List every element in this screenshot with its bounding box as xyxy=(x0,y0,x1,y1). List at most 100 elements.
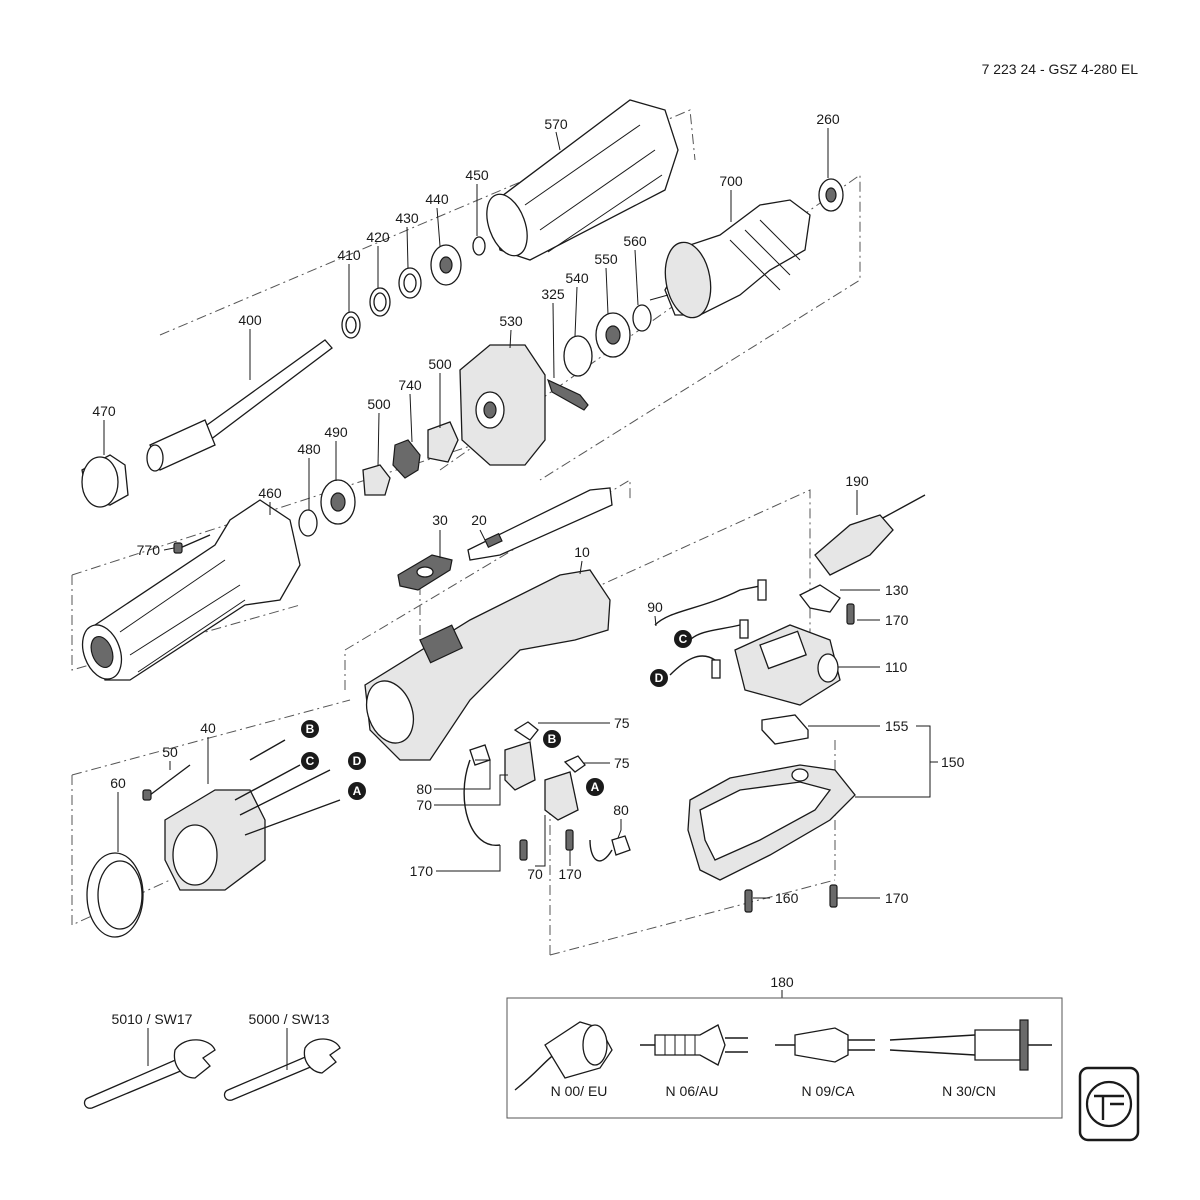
label-540: 540 xyxy=(565,270,589,286)
connection-badge-b: B xyxy=(301,720,319,738)
label-150: 150 xyxy=(941,754,965,770)
part-70-brush-holder-a xyxy=(504,741,536,791)
label-5010-sw17: 5010 / SW17 xyxy=(112,1011,193,1027)
label-130: 130 xyxy=(885,582,909,598)
label-75-b: 75 xyxy=(614,755,630,771)
plug-variants-box: N 00/ EU N 06/AU N 09/CA N 30/CN xyxy=(506,997,1063,1119)
part-480-ring xyxy=(298,509,318,537)
plug-cn-label: N 30/CN xyxy=(942,1083,996,1099)
svg-text:B: B xyxy=(306,722,315,736)
label-160: 160 xyxy=(775,890,799,906)
part-260-bearing xyxy=(818,178,844,212)
part-420-washer xyxy=(369,287,391,317)
label-155: 155 xyxy=(885,718,909,734)
plug-au-label: N 06/AU xyxy=(666,1083,719,1099)
label-440: 440 xyxy=(425,191,449,207)
label-170-c: 170 xyxy=(558,866,582,882)
part-770-screw xyxy=(173,534,211,554)
label-80-b: 80 xyxy=(613,802,629,818)
label-70-a: 70 xyxy=(416,797,432,813)
part-570-housing-sleeve xyxy=(486,99,679,261)
label-500-lower: 500 xyxy=(367,396,391,412)
plug-ca-label: N 09/CA xyxy=(802,1083,856,1099)
label-260: 260 xyxy=(816,111,840,127)
label-80-a: 80 xyxy=(416,781,432,797)
label-500-upper: 500 xyxy=(428,356,452,372)
connection-badge-d: D xyxy=(348,752,366,770)
part-130-cable-clamp xyxy=(799,584,841,613)
svg-text:C: C xyxy=(679,632,688,646)
label-460: 460 xyxy=(258,485,282,501)
label-75-a: 75 xyxy=(614,715,630,731)
part-50-stator-screw xyxy=(142,764,191,801)
label-470: 470 xyxy=(92,403,116,419)
label-170-a: 170 xyxy=(885,612,909,628)
connection-badge-a: A xyxy=(348,782,366,800)
part-560-circlip xyxy=(632,304,652,332)
label-30: 30 xyxy=(432,512,448,528)
connection-badge-d-harness: D xyxy=(650,669,668,687)
part-155-insulating-pad xyxy=(761,714,809,745)
part-400-spindle xyxy=(146,339,333,472)
label-170-b: 170 xyxy=(410,863,434,879)
label-490: 490 xyxy=(324,424,348,440)
part-75-brush-cap-a xyxy=(513,721,539,741)
label-570: 570 xyxy=(544,116,568,132)
plug-cn-icon: N 30/CN xyxy=(889,1019,1052,1099)
part-60-air-guide xyxy=(86,852,144,938)
connection-badge-c: C xyxy=(301,752,319,770)
part-80-carbon-brush-b xyxy=(589,835,631,862)
part-530-bearing-flange xyxy=(459,344,546,466)
label-400: 400 xyxy=(238,312,262,328)
label-740: 740 xyxy=(398,377,422,393)
label-770: 770 xyxy=(137,542,161,558)
document-title: 7 223 24 - GSZ 4-280 EL xyxy=(982,61,1139,77)
part-160-screw xyxy=(744,889,753,913)
part-490-bearing xyxy=(320,479,356,525)
connection-badge-c-harness: C xyxy=(674,630,692,648)
label-70-b: 70 xyxy=(527,866,543,882)
label-110: 110 xyxy=(885,659,908,675)
label-180: 180 xyxy=(770,974,794,990)
svg-text:A: A xyxy=(353,784,362,798)
label-20: 20 xyxy=(471,512,487,528)
plug-ca-icon: N 09/CA xyxy=(775,1027,875,1099)
svg-text:D: D xyxy=(655,671,664,685)
svg-text:C: C xyxy=(306,754,315,768)
part-190-power-cable xyxy=(814,494,926,576)
part-450-circlip xyxy=(472,236,486,256)
part-20-switch-slider xyxy=(467,487,613,561)
part-470-collet-nut xyxy=(81,454,129,508)
label-530: 530 xyxy=(499,313,523,329)
part-325-clip xyxy=(546,378,589,411)
svg-text:B: B xyxy=(548,732,557,746)
part-430-washer xyxy=(398,267,422,299)
part-5000-wrench-sw13: 5000 / SW13 xyxy=(223,1011,341,1101)
connection-badge-a-brush: A xyxy=(586,778,604,796)
part-30-switch-button xyxy=(397,554,453,591)
fein-logo xyxy=(1078,1066,1140,1142)
part-170-screw-c xyxy=(565,829,574,851)
connection-badge-b-brush: B xyxy=(543,730,561,748)
label-60: 60 xyxy=(110,775,126,791)
part-number-labels: 570 260 700 450 440 430 420 410 400 470 … xyxy=(92,111,964,990)
part-90-wire-harness xyxy=(654,579,767,679)
plug-au-icon: N 06/AU xyxy=(640,1024,748,1099)
svg-text:D: D xyxy=(353,754,362,768)
part-440-bearing xyxy=(430,244,462,286)
part-540-o-ring xyxy=(563,335,593,377)
part-500-coupling-upper xyxy=(427,421,459,463)
part-410-ring xyxy=(341,311,361,339)
part-10-motor-housing xyxy=(364,569,611,761)
label-325: 325 xyxy=(541,286,565,302)
part-550-bearing xyxy=(595,312,631,358)
part-150-handle-cover xyxy=(687,764,856,881)
label-190: 190 xyxy=(845,473,869,489)
label-430: 430 xyxy=(395,210,419,226)
plug-eu-label: N 00/ EU xyxy=(551,1083,608,1099)
part-40-field-stator xyxy=(164,739,341,891)
label-480: 480 xyxy=(297,441,321,457)
part-460-nose-housing xyxy=(81,499,301,681)
